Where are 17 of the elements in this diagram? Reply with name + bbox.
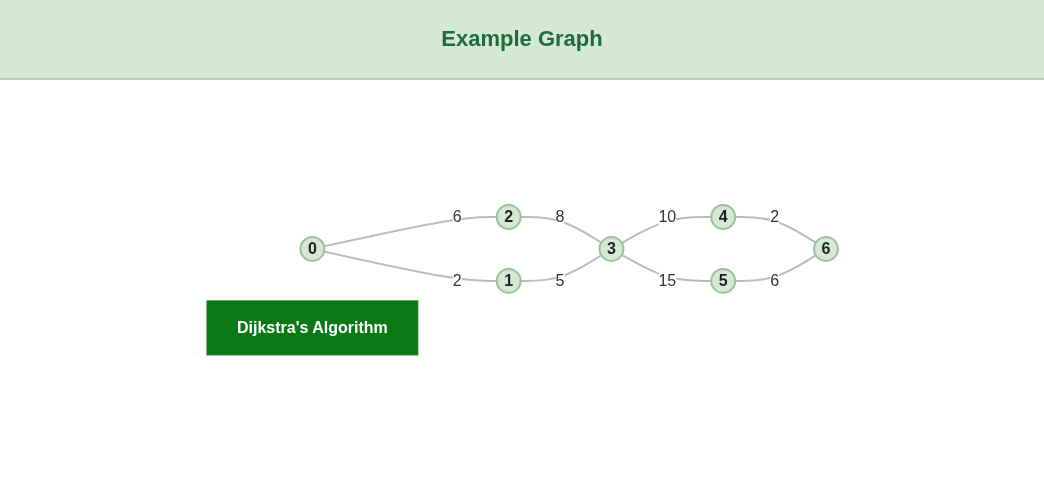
- edge-label: 2: [452, 271, 462, 289]
- node-circle: 0: [299, 236, 325, 262]
- edge-label: 15: [657, 271, 676, 289]
- node-circle: 5: [709, 268, 736, 294]
- node-box: Dijkstra's Algorithm: [206, 300, 418, 356]
- edge-label: 8: [555, 208, 565, 226]
- edge-label: 2: [769, 208, 779, 226]
- edge-label: 10: [657, 208, 676, 226]
- node-circle: 6: [812, 236, 839, 262]
- title-banner: Example Graph: [0, 0, 1044, 80]
- edge-label: 6: [452, 208, 462, 226]
- edge-label: 6: [769, 271, 779, 289]
- node-circle: 2: [495, 204, 522, 230]
- node-circle: 1: [495, 268, 522, 294]
- edge-label: 5: [555, 271, 565, 289]
- node-circle: 4: [709, 204, 736, 230]
- node-circle: 3: [598, 236, 624, 262]
